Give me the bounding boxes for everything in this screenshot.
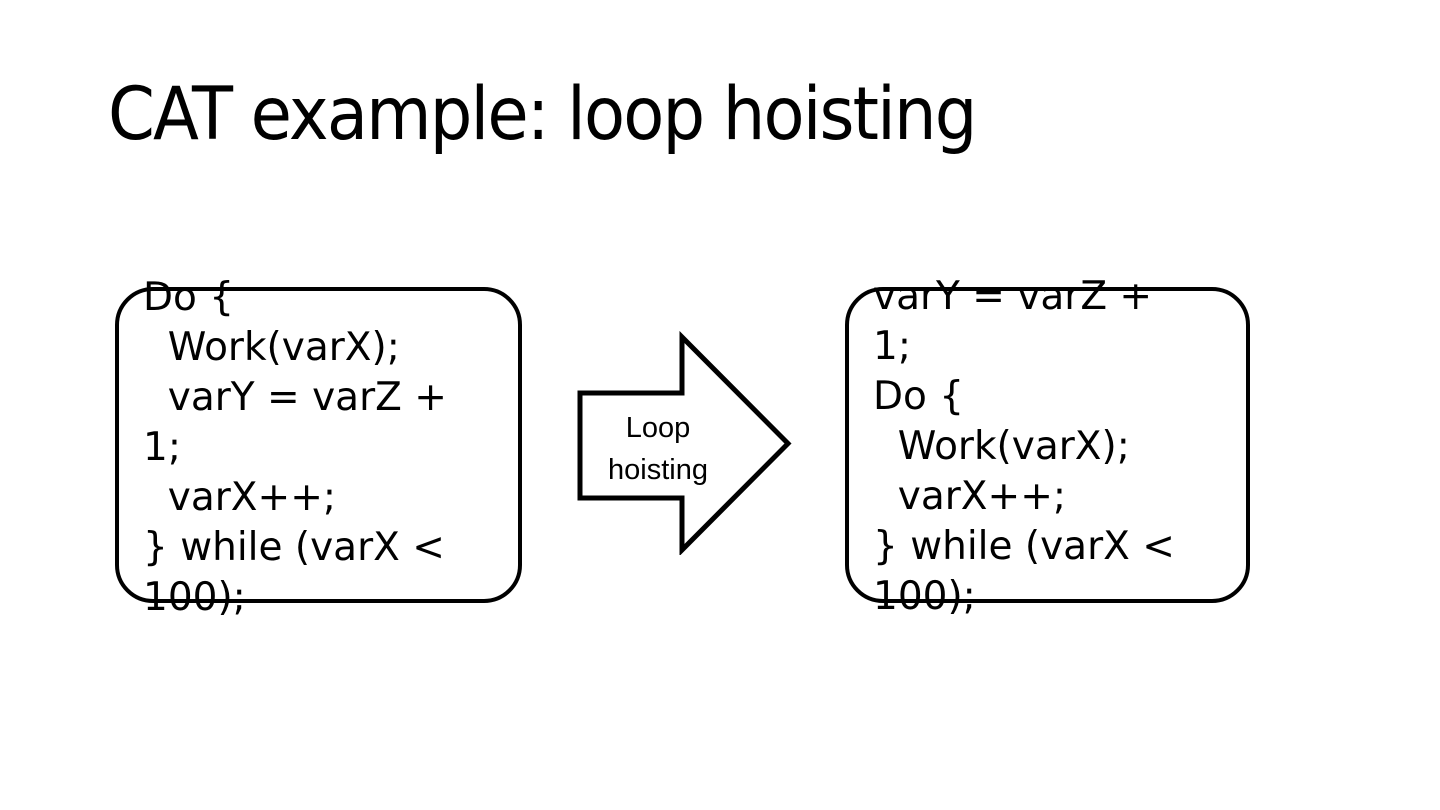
arrow-label: Loop hoisting [578, 407, 738, 491]
arrow-label-line: Loop [625, 412, 691, 444]
code-box-after [845, 287, 1250, 603]
code-line: } while (varX < [143, 525, 445, 570]
code-before: Do { Work(varX); varY = varZ + 1; varX++;… [143, 273, 447, 623]
arrow-label-line: hoisting [608, 454, 708, 486]
code-line: Do { [873, 374, 965, 419]
code-line: varY = varZ + [143, 375, 447, 420]
code-line: varX++; [143, 475, 337, 520]
code-after: varY = varZ + 1; Do { Work(varX); varX++;}… [873, 272, 1175, 622]
page-title: CAT example: loop hoisting [108, 72, 977, 157]
code-line: 1; [873, 324, 911, 369]
right-arrow-icon [577, 331, 792, 555]
code-line: varX++; [873, 474, 1067, 519]
code-line: Do { [143, 275, 235, 320]
code-line: 100); [143, 575, 246, 620]
code-line: 1; [143, 425, 181, 470]
code-line: Work(varX); [873, 424, 1130, 469]
code-line: } while (varX < [873, 524, 1175, 569]
code-line: varY = varZ + [873, 274, 1153, 319]
code-box-before [115, 287, 522, 603]
code-line: 100); [873, 574, 976, 619]
code-line: Work(varX); [143, 325, 400, 370]
